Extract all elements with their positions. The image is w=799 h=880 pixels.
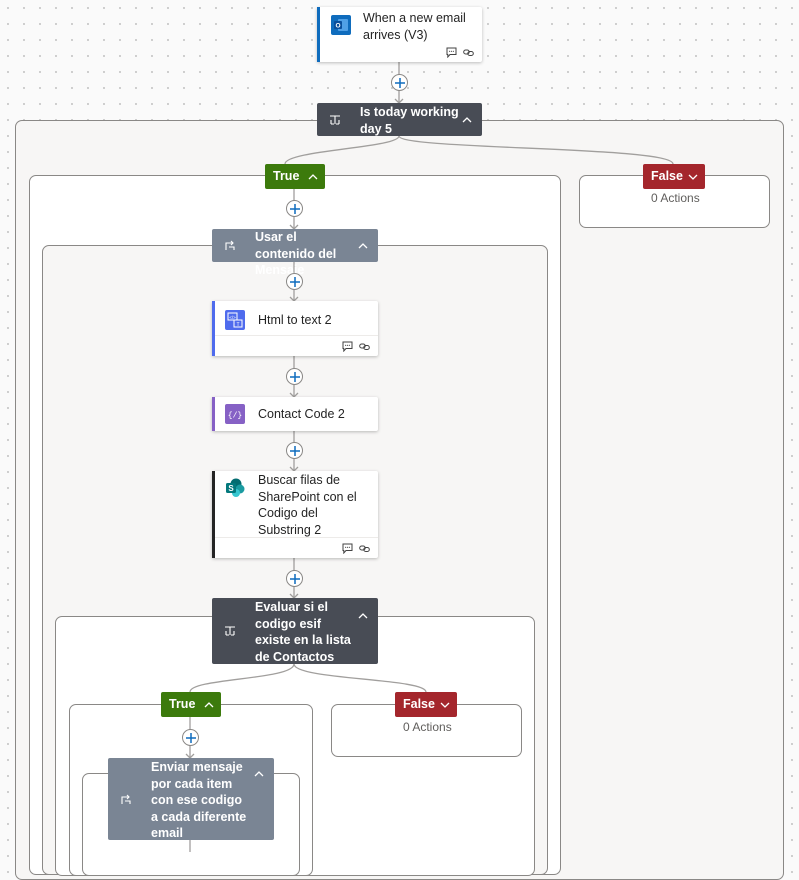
chevron-down-icon [688, 174, 698, 180]
condition-1-title: Is today working day 5 [360, 105, 459, 136]
false-branch-1-label: False [651, 169, 683, 183]
chevron-down-icon [440, 702, 450, 708]
foreach-1-title: Usar el contenido del Mensaje [255, 230, 337, 277]
link-icon[interactable] [463, 47, 474, 58]
chevron-up-icon [308, 174, 318, 180]
contact-code-card[interactable]: {/} Contact Code 2 [212, 397, 378, 431]
svg-text:O: O [335, 23, 340, 30]
html-to-text-card[interactable]: </> T Html to text 2 [212, 301, 378, 356]
condition-1-header[interactable]: Is today working day 5 [317, 103, 482, 136]
comment-icon[interactable] [342, 341, 353, 352]
trigger-footer [446, 47, 474, 58]
trigger-card[interactable]: O When a new email arrives (V3) [317, 7, 482, 62]
true-branch-1-label: True [273, 169, 300, 183]
chevron-up-icon [204, 702, 214, 708]
link-icon[interactable] [359, 543, 370, 554]
true-branch-2-label: True [169, 697, 196, 711]
outlook-icon: O [331, 15, 351, 35]
add-step-button[interactable] [286, 442, 303, 459]
chevron-up-icon[interactable] [253, 768, 265, 780]
foreach-2-title: Enviar mensaje por cada item con ese cod… [151, 760, 247, 840]
html-to-text-accent-bar [212, 301, 215, 356]
sharepoint-icon: S [225, 478, 245, 498]
trigger-title: When a new email arrives (V3) [363, 11, 466, 42]
chevron-up-icon[interactable] [357, 240, 369, 252]
html-to-text-footer [342, 341, 370, 352]
trigger-accent-bar [317, 7, 320, 62]
svg-text:S: S [228, 484, 234, 493]
condition-icon [330, 115, 340, 125]
condition-2-header[interactable]: Evaluar si el codigo esif existe en la l… [212, 598, 378, 664]
loop-icon [225, 240, 235, 250]
add-step-button[interactable] [286, 570, 303, 587]
svg-text:T: T [236, 322, 239, 328]
add-step-button[interactable] [286, 200, 303, 217]
false-branch-2-empty: 0 Actions [403, 720, 452, 734]
chevron-up-icon[interactable] [461, 114, 473, 126]
sharepoint-title: Buscar filas de SharePoint con el Codigo… [258, 473, 357, 537]
false-branch-1-empty: 0 Actions [651, 191, 700, 205]
sharepoint-footer [342, 543, 370, 554]
link-icon[interactable] [359, 341, 370, 352]
foreach-2-header[interactable]: Enviar mensaje por cada item con ese cod… [108, 758, 274, 840]
true-branch-2-pill[interactable]: True [161, 692, 221, 717]
flow-connectors-top [185, 135, 674, 852]
compose-icon: {/} [225, 404, 245, 424]
loop-icon [121, 794, 131, 804]
card-divider [215, 335, 378, 336]
condition-2-title: Evaluar si el codigo esif existe en la l… [255, 600, 351, 664]
false-branch-1-pill[interactable]: False [643, 164, 705, 189]
add-step-button[interactable] [286, 368, 303, 385]
add-step-button[interactable] [391, 74, 408, 91]
svg-text:</>: </> [229, 315, 236, 320]
sharepoint-card[interactable]: S Buscar filas de SharePoint con el Codi… [212, 471, 378, 558]
html-to-text-title: Html to text 2 [258, 313, 332, 327]
sharepoint-accent-bar [212, 471, 215, 558]
contact-code-title: Contact Code 2 [258, 407, 345, 421]
false-branch-2-label: False [403, 697, 435, 711]
true-branch-1-pill[interactable]: True [265, 164, 325, 189]
foreach-1-header[interactable]: Usar el contenido del Mensaje [212, 229, 378, 277]
add-step-button[interactable] [286, 273, 303, 290]
comment-icon[interactable] [342, 543, 353, 554]
false-branch-2-pill[interactable]: False [395, 692, 457, 717]
svg-text:{/}: {/} [228, 412, 242, 421]
add-step-button[interactable] [182, 729, 199, 746]
html-to-text-icon: </> T [225, 310, 245, 330]
card-divider [215, 537, 378, 538]
chevron-up-icon[interactable] [357, 610, 369, 622]
condition-icon [225, 626, 235, 636]
contact-code-accent-bar [212, 397, 215, 431]
comment-icon[interactable] [446, 47, 457, 58]
